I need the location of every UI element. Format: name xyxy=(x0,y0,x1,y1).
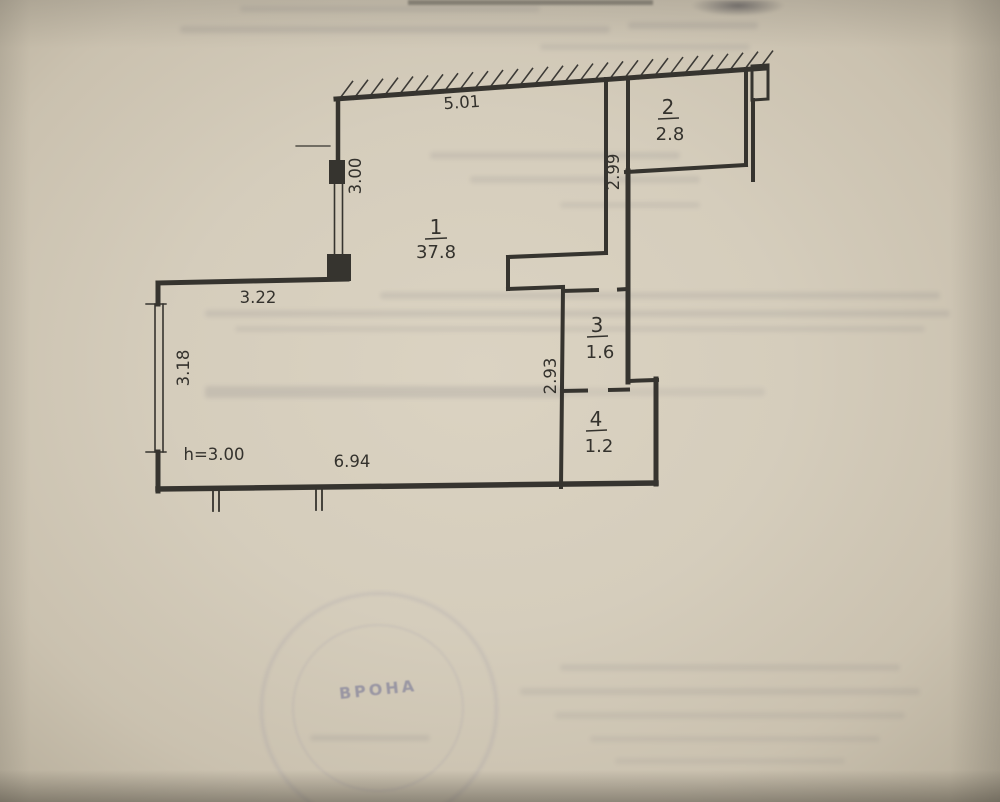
notch-bottom xyxy=(505,284,566,292)
room2-area: 2.8 xyxy=(656,124,685,145)
room1-number: 1 xyxy=(430,215,443,239)
rooms34-divider-b xyxy=(607,387,631,393)
bleedthrough-text-smudge xyxy=(540,44,750,50)
bleedthrough-text-smudge xyxy=(560,664,900,671)
paper-edge-mark xyxy=(408,0,653,5)
plan-labels: 5.01 3.00 2.99 3.22 3.18 2.93 6.94 h=3.0… xyxy=(174,92,684,471)
room3-wall-top-a xyxy=(560,287,600,294)
bleedthrough-text-smudge xyxy=(615,758,845,764)
stamp-inner-circle xyxy=(292,624,464,792)
room3-wall-top-b xyxy=(616,286,631,292)
room4-underline xyxy=(585,429,608,432)
bleedthrough-text-smudge xyxy=(180,26,610,33)
room2-wall-bottom xyxy=(623,162,749,175)
room1-underline xyxy=(424,237,448,240)
rooms34-divider-a xyxy=(559,388,589,394)
wall-pier-upper xyxy=(329,160,345,184)
room1-area: 37.8 xyxy=(416,242,456,263)
height-note: h=3.00 xyxy=(183,445,244,464)
bottom-tick-1 xyxy=(212,490,220,512)
wall-top xyxy=(333,65,769,102)
dim-right-upper: 2.99 xyxy=(604,154,623,191)
bleedthrough-text-smudge xyxy=(590,736,880,742)
wall-ledge xyxy=(155,276,350,286)
rooms34-wall-left xyxy=(558,284,566,490)
bleedthrough-text-smudge xyxy=(470,176,700,183)
dim-ledge: 3.22 xyxy=(240,288,277,307)
bleedthrough-text-smudge xyxy=(565,388,765,396)
wall-bottom xyxy=(155,480,659,492)
bleedthrough-text-smudge xyxy=(430,152,680,159)
room3-area: 1.6 xyxy=(586,342,615,363)
bleedthrough-heading-smudge xyxy=(205,386,565,398)
room2-underline xyxy=(657,117,680,120)
dim-top: 5.01 xyxy=(443,92,481,114)
bleedthrough-text-smudge xyxy=(628,22,758,29)
notch-top xyxy=(505,250,609,260)
right-pier xyxy=(750,63,770,102)
bottom-tick-2 xyxy=(315,489,323,511)
room4-area: 1.2 xyxy=(585,436,614,457)
stamp-circle xyxy=(260,592,498,802)
bleedthrough-text-smudge xyxy=(240,6,540,12)
room3-number: 3 xyxy=(591,313,604,337)
dim-left-upper: 3.00 xyxy=(346,158,365,195)
bleedthrough-text-smudge xyxy=(555,712,905,719)
plan-walls xyxy=(145,63,770,512)
bleedthrough-text-smudge xyxy=(205,310,950,317)
bleedthrough-text-smudge xyxy=(520,688,920,695)
dim-left-lower: 3.18 xyxy=(174,350,193,387)
wall-right-jog xyxy=(625,377,660,384)
room2-number: 2 xyxy=(662,95,675,119)
room4-number: 4 xyxy=(590,407,603,431)
dim-bottom: 6.94 xyxy=(334,452,371,471)
bleedthrough-text-smudge xyxy=(380,292,940,299)
pen-mark xyxy=(692,0,784,16)
bleedthrough-text-smudge xyxy=(235,326,925,332)
room3-underline xyxy=(586,335,609,338)
dim-inner: 2.93 xyxy=(541,358,560,395)
